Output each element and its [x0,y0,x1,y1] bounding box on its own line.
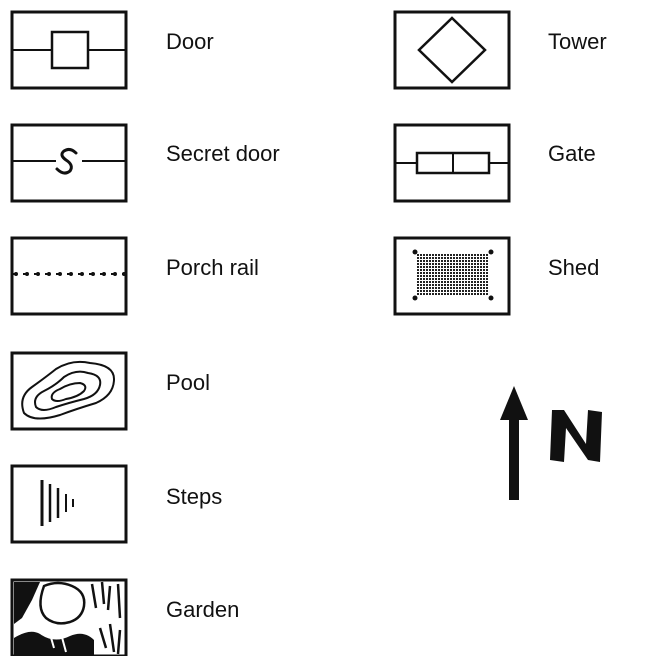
legend-label-door: Door [166,30,214,54]
door-icon [10,10,128,90]
porch-rail-icon [10,236,128,316]
secret-door-icon [10,123,128,203]
legend-label-shed: Shed [548,256,599,280]
pool-icon [10,351,128,431]
north-letter [550,406,604,469]
legend-label-gate: Gate [548,142,596,166]
legend-label-porch-rail: Porch rail [166,256,259,280]
steps-icon [10,464,128,544]
legend-label-pool: Pool [166,371,210,395]
garden-icon [10,578,128,656]
tower-icon [393,10,511,90]
legend-label-garden: Garden [166,598,239,622]
shed-icon [393,236,511,316]
legend-label-secret-door: Secret door [166,142,280,166]
legend-label-steps: Steps [166,485,222,509]
gate-icon [393,123,511,203]
legend-label-tower: Tower [548,30,607,54]
